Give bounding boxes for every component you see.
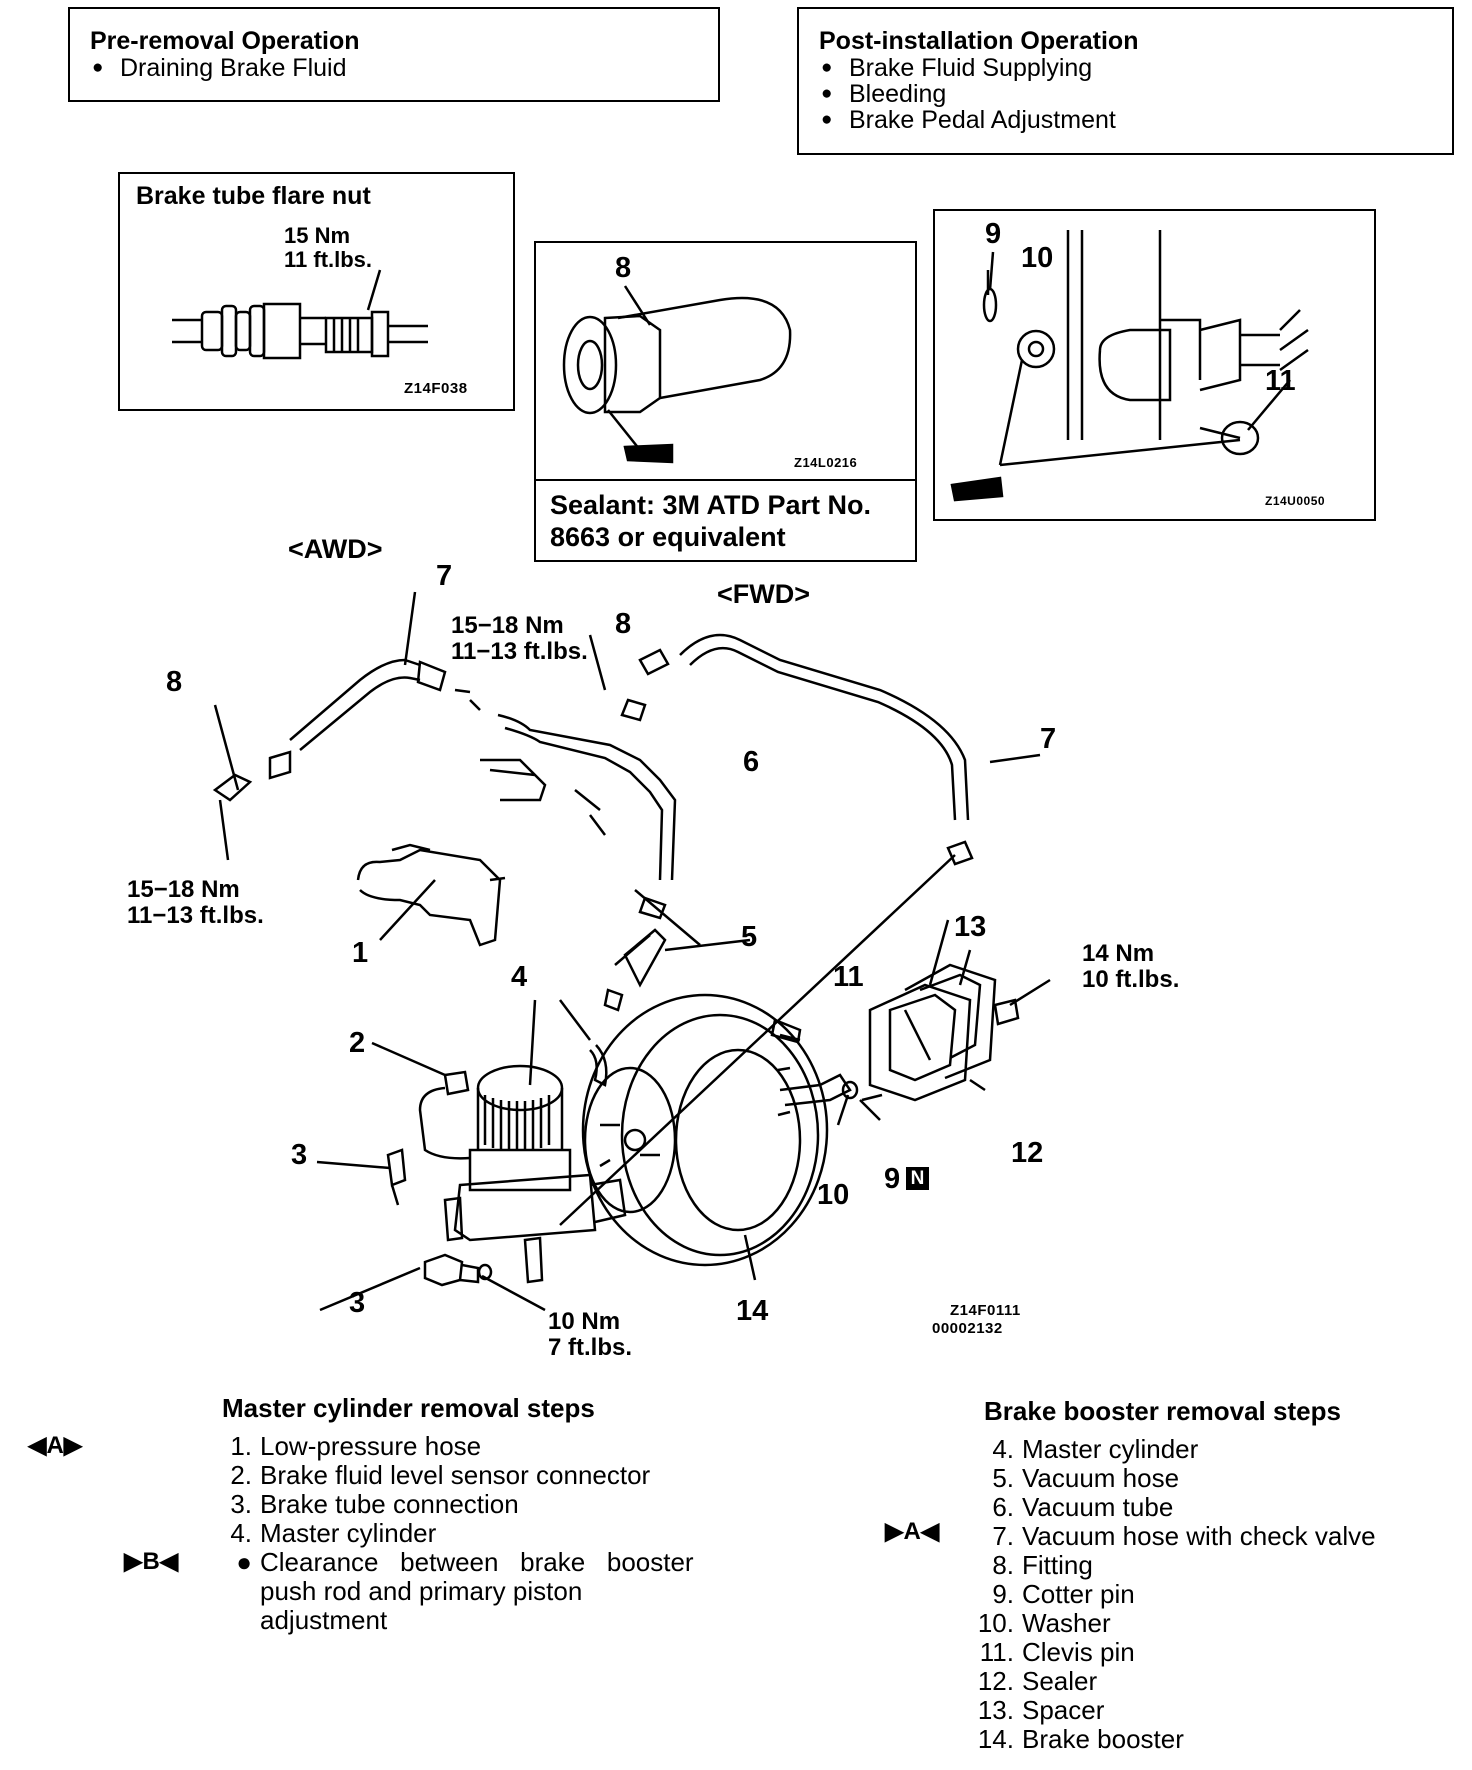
list-item: 8.Fitting [992,1550,1093,1580]
callout-8a: 8 [615,608,632,640]
list-item: 4.Master cylinder [992,1434,1199,1464]
callout-11: 11 [833,961,864,993]
flare-torque-ftlb: 11 ft.lbs. [284,247,373,272]
list-item: 14.Brake booster [977,1724,1184,1754]
callout-5: 5 [741,921,758,953]
awd-label: <AWD> [288,534,383,564]
sealant-line2: 8663 or equivalent [550,522,786,552]
callout-9-n-badge: N [906,1167,929,1190]
post-install-box: Post-installation Operation Brake Fluid … [797,7,1454,155]
fitting-callout: 8 [615,252,632,284]
clevis-inset: 9 10 11 Z14U0050 [933,209,1376,521]
callout-6: 6 [743,746,760,778]
clevis-callout-10: 10 [1021,242,1054,274]
callout-12: 12 [1011,1137,1044,1169]
torque-c-nm: 14 Nm [1082,940,1155,967]
marker-b-master: ▶B◀ [124,1548,179,1575]
post-install-item: Brake Pedal Adjustment [819,107,1432,133]
list-item: 12.Sealer [977,1666,1098,1696]
booster-steps-heading: Brake booster removal steps [984,1396,1341,1426]
marker-a-master: ◀A▶ [28,1432,83,1459]
list-item: ●Clearance between brake booster [236,1547,694,1577]
flare-torque-nm: 15 Nm [284,223,351,248]
list-item-continued: push rod and primary piston [260,1576,583,1606]
main-code-1: Z14F0111 [950,1302,1021,1319]
fitting-inset: 8 Z14L0216 Sealant: 3M ATD Part No. 8663… [534,241,917,562]
flare-nut-drawing [172,269,428,360]
torque-a-ftlb: 11−13 ft.lbs. [451,638,588,665]
list-item-continued: adjustment [260,1605,388,1635]
post-install-item: Brake Fluid Supplying [819,55,1432,81]
callout-10: 10 [817,1179,850,1211]
marker-a-booster: ▶A◀ [885,1518,940,1545]
clevis-code: Z14U0050 [1265,494,1326,508]
list-item: 11.Clevis pin [979,1637,1135,1667]
clevis-drawing [950,230,1309,502]
clevis-callout-9: 9 [985,218,1002,250]
callout-8b: 8 [166,666,183,698]
flare-nut-inset: Brake tube flare nut 15 Nm 11 ft.lbs. Z1… [118,172,515,411]
list-item: 13.Spacer [977,1695,1105,1725]
master-cylinder-steps: Master cylinder removal steps 1.Low-pres… [222,1392,742,1635]
callout-9: 9 [884,1163,901,1195]
list-item: 2.Brake fluid level sensor connector [230,1460,651,1490]
flare-code: Z14F038 [404,380,468,397]
list-item: 10.Washer [977,1608,1111,1638]
torque-c-ftlb: 10 ft.lbs. [1082,966,1180,993]
brake-booster-steps: Brake booster removal steps 4.Master cyl… [970,1395,1450,1754]
list-item: 7.Vacuum hose with check valve [992,1521,1376,1551]
master-steps-heading: Master cylinder removal steps [222,1393,595,1423]
callout-4: 4 [511,961,528,993]
callout-7a: 7 [436,560,453,592]
post-install-title: Post-installation Operation [819,27,1139,55]
main-code-2: 00002132 [932,1320,1003,1337]
callout-13: 13 [954,911,987,943]
torque-a-nm: 15−18 Nm [451,612,564,639]
list-item: 1.Low-pressure hose [230,1431,482,1461]
list-item: 9.Cotter pin [992,1579,1135,1609]
torque-b-ftlb: 11−13 ft.lbs. [127,902,264,929]
list-item: 5.Vacuum hose [992,1463,1180,1493]
fitting-code: Z14L0216 [794,455,858,470]
inset-divider [536,479,915,481]
callout-7b: 7 [1040,723,1057,755]
callout-3a: 3 [291,1139,308,1171]
callout-2: 2 [349,1027,366,1059]
torque-d-nm: 10 Nm [548,1308,621,1335]
fitting-drawing [562,285,792,464]
pre-removal-title: Pre-removal Operation [90,27,360,55]
list-item: 4.Master cylinder [230,1518,437,1548]
post-install-item: Bleeding [819,81,1432,107]
fwd-label: <FWD> [717,579,811,609]
torque-d-ftlb: 7 ft.lbs. [548,1334,633,1361]
list-item: 3.Brake tube connection [230,1489,519,1519]
callout-3b: 3 [349,1287,366,1319]
flare-inset-title: Brake tube flare nut [136,182,371,210]
list-item: 6.Vacuum tube [992,1492,1174,1522]
torque-b-nm: 15−18 Nm [127,876,240,903]
pre-removal-item: Draining Brake Fluid [90,55,698,81]
pre-removal-box: Pre-removal Operation Draining Brake Flu… [68,7,720,102]
main-drawing [212,591,1051,1312]
sealant-line1: Sealant: 3M ATD Part No. [550,490,872,520]
callout-1: 1 [352,937,369,969]
callout-14: 14 [736,1295,769,1327]
